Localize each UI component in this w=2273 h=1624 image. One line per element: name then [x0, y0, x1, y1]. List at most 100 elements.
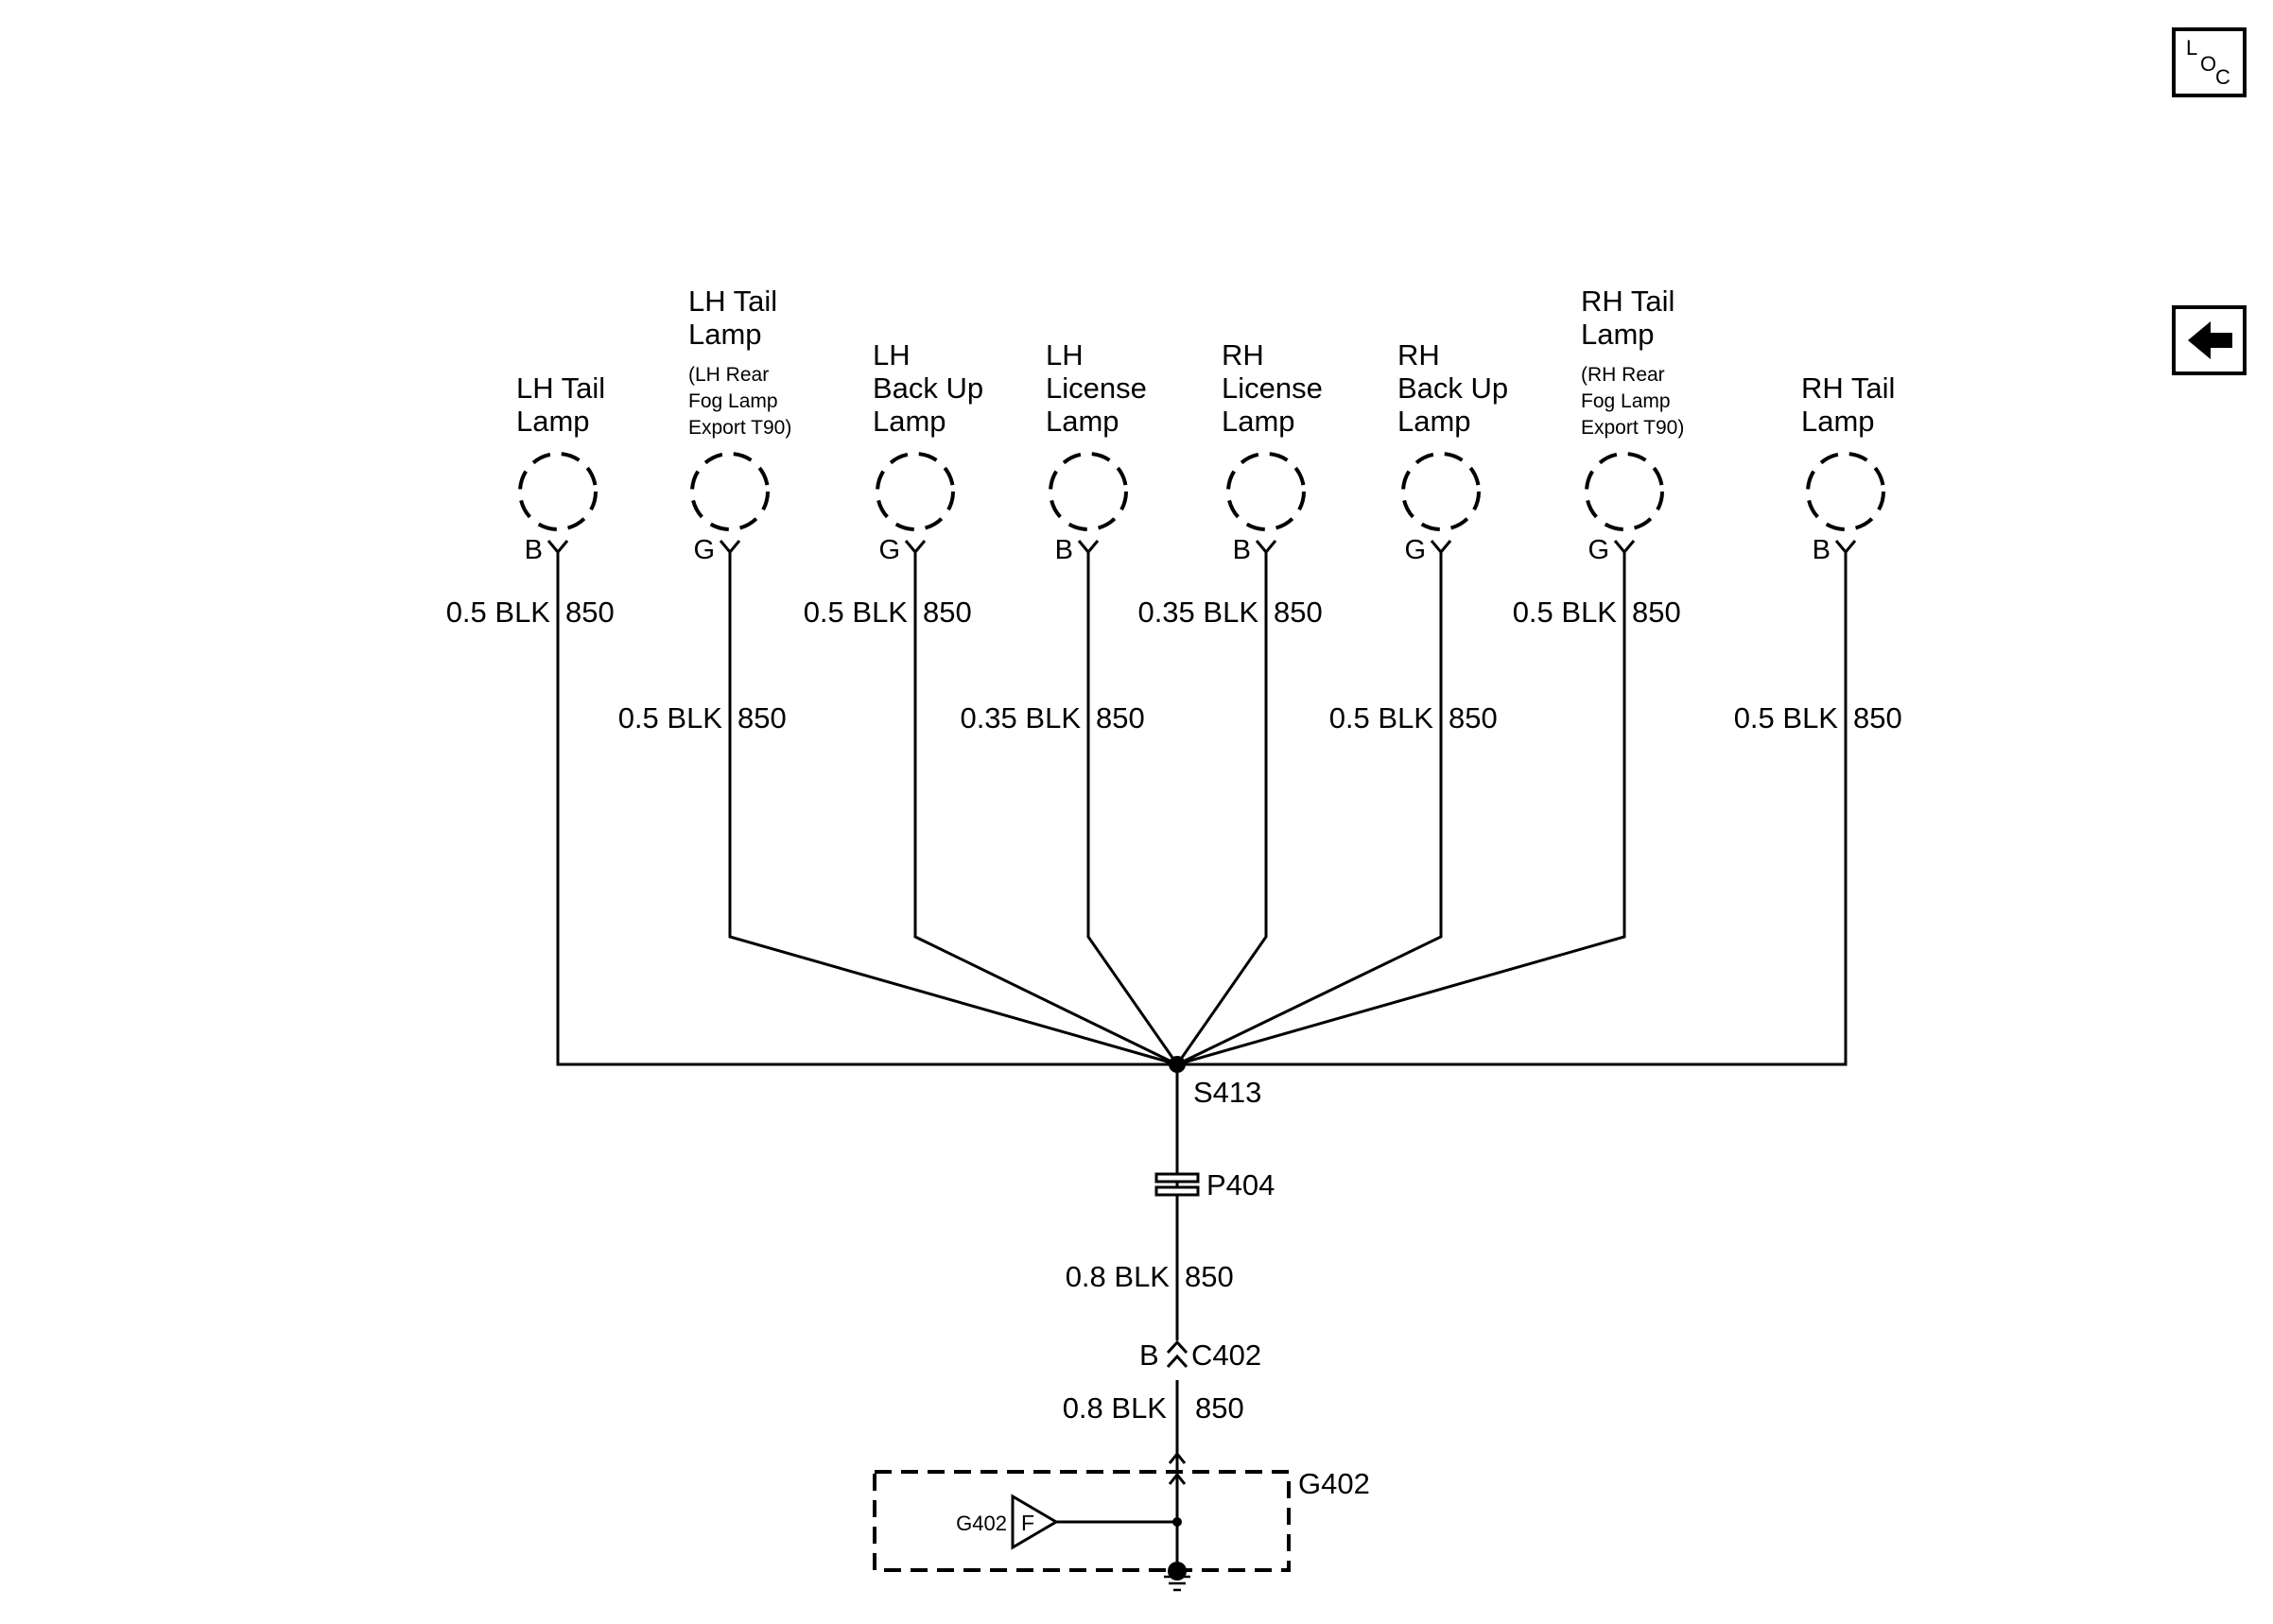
wire-size-label: 0.5 BLK [804, 596, 909, 629]
ground-ref-label: G402 [956, 1512, 1007, 1535]
pass-through-symbol [1154, 1172, 1200, 1197]
lamp-label: License [1222, 371, 1323, 405]
wire-size-label: 0.5 BLK [1734, 701, 1839, 734]
ground-flag-triangle [1011, 1494, 1059, 1550]
lamp-label: RH Tail [1581, 285, 1674, 318]
wire-size-label: 0.35 BLK [960, 701, 1081, 734]
wire-circuit-label: 850 [1096, 701, 1145, 734]
pin-chevron [1077, 540, 1100, 555]
lamp-sublabel: Fog Lamp [688, 390, 778, 412]
lamp-sublabel: Export T90) [1581, 417, 1684, 439]
ground-box-label: G402 [1298, 1467, 1370, 1500]
trunk-wire-1-size: 0.8 BLK [1066, 1260, 1171, 1293]
wire-circuit-label: 850 [565, 596, 615, 629]
lamp-sublabel: Export T90) [688, 417, 791, 439]
ground-box [873, 1470, 1291, 1572]
ground-flag-letter: F [1021, 1511, 1034, 1535]
ground-icon [1164, 1575, 1190, 1592]
lamp-label: LH Tail [688, 285, 777, 318]
wire-size-label: 0.35 BLK [1137, 596, 1258, 629]
lamp-label: RH [1222, 338, 1264, 371]
wire-circuit-label: 850 [923, 596, 972, 629]
left-arrow-icon [2188, 321, 2232, 359]
lamp-pin-label: G [693, 535, 715, 565]
branch-wire [1177, 552, 1848, 1066]
loc-button[interactable]: L O C [2172, 27, 2247, 97]
branch-wire [1175, 552, 1268, 1065]
lamp-bulb-icon [1585, 452, 1664, 531]
lamp-label: Lamp [516, 405, 590, 438]
lamp-label: LH Tail [516, 371, 605, 405]
trunk-wire-2-size: 0.8 BLK [1063, 1391, 1168, 1425]
connector-symbol [1166, 1339, 1189, 1369]
lamp-sublabel: Fog Lamp [1581, 390, 1671, 412]
branch-wires: 0.5 BLK 850 0.5 BLK 850 0.5 BLK 850 0.35 BLK 85… [446, 552, 1902, 1066]
pass-through-label: P404 [1206, 1168, 1275, 1201]
wire-circuit-label: 850 [1632, 596, 1681, 629]
lamp-bulb-icon [1401, 452, 1481, 531]
wire-size-label: 0.5 BLK [446, 596, 551, 629]
lamp-label: Lamp [1222, 405, 1295, 438]
connector-label: C402 [1191, 1339, 1261, 1372]
trunk-wire-2-circuit: 850 [1195, 1391, 1244, 1425]
wire-size-label: 0.5 BLK [1329, 701, 1434, 734]
loc-l: L [2186, 36, 2197, 60]
wire-circuit-label: 850 [1274, 596, 1323, 629]
lamp-label: License [1046, 371, 1147, 405]
lamp-sublabel: (LH Rear [688, 364, 769, 386]
lamp-label: Lamp [688, 318, 762, 351]
lamp-label: Lamp [1397, 405, 1471, 438]
lamp-label: Lamp [1801, 405, 1875, 438]
lamp-pin-label: B [1813, 535, 1831, 565]
lamp-label: LH [1046, 338, 1084, 371]
wire-circuit-label: 850 [1853, 701, 1902, 734]
branch-wire [1086, 552, 1179, 1065]
lamp-pin-label: B [1233, 535, 1251, 565]
splice-label: S413 [1193, 1076, 1261, 1109]
lamp-pin-label: B [525, 535, 543, 565]
loc-o: O [2200, 52, 2216, 76]
lamp-bulb-icon [1049, 452, 1128, 531]
pin-chevron [1613, 540, 1636, 555]
ground-inner-chevron [1168, 1472, 1187, 1485]
lamp-label: LH [873, 338, 911, 371]
pin-chevron [904, 540, 927, 555]
branch-wire [1176, 552, 1626, 1066]
branch-wire [728, 552, 1178, 1066]
loc-c: C [2215, 65, 2230, 89]
wire-size-label: 0.5 BLK [618, 701, 723, 734]
pin-chevron [547, 540, 569, 555]
wire-circuit-label: 850 [1449, 701, 1498, 734]
lamp-pin-label: G [1404, 535, 1426, 565]
branch-wire [556, 552, 1177, 1066]
wire-circuit-label: 850 [737, 701, 787, 734]
lamp-label: RH [1397, 338, 1440, 371]
lamp-sublabel: (RH Rear [1581, 364, 1665, 386]
lamp-bulb-icon [690, 452, 770, 531]
trunk-wire-1-circuit: 850 [1185, 1260, 1234, 1293]
lamp-bulb-icon [1806, 452, 1885, 531]
branch-wire [1176, 552, 1443, 1066]
connector-pin: B [1139, 1339, 1159, 1372]
lamp-bulb-icon [518, 452, 598, 531]
ground-entry-chevron [1168, 1451, 1187, 1464]
lamp-label: Lamp [873, 405, 946, 438]
lamp-label: Lamp [1581, 318, 1655, 351]
lamp-label: Back Up [873, 371, 983, 405]
lamp-pin-label: G [1588, 535, 1609, 565]
lamp-pin-label: B [1055, 535, 1073, 565]
back-button[interactable] [2172, 305, 2247, 375]
lamp-label: Back Up [1397, 371, 1508, 405]
branch-wire [913, 552, 1178, 1066]
pin-chevron [1834, 540, 1857, 555]
